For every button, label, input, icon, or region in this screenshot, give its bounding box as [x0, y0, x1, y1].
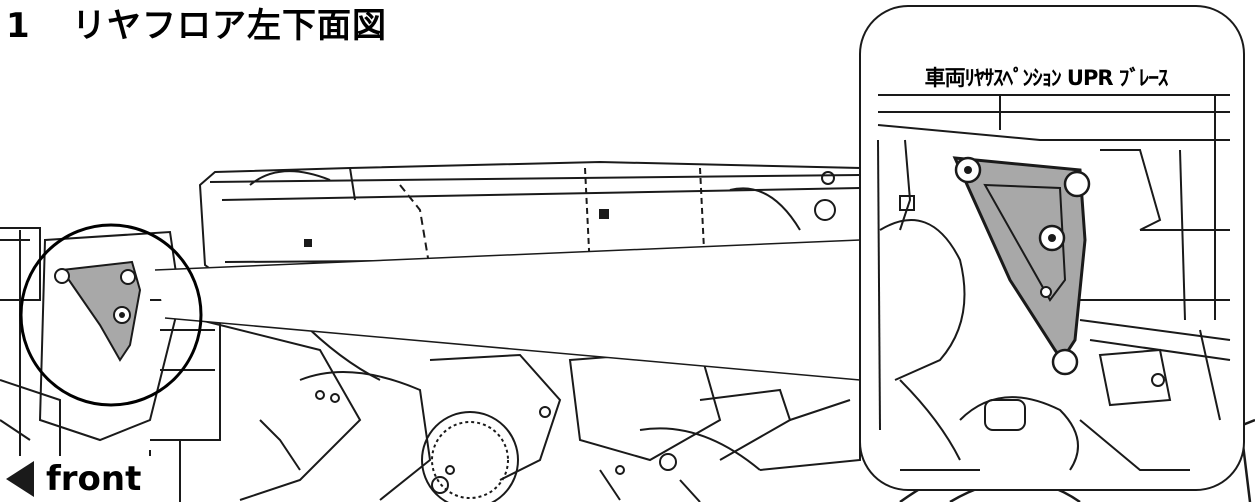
detail-callout — [859, 5, 1245, 491]
detail-circle — [19, 223, 203, 407]
section-title: リヤフロア左下面図 — [72, 6, 387, 46]
front-label: front — [46, 459, 142, 499]
page-title: 1 リヤフロア左下面図 — [6, 4, 387, 48]
callout-part-name: 車両ﾘﾔｻｽﾍﾟﾝｼｮﾝ UPR ﾌﾞﾚｰｽ — [924, 66, 1169, 90]
zoom-lines — [154, 239, 861, 381]
section-number: 1 — [6, 6, 31, 46]
front-direction-indicator: front — [0, 456, 152, 502]
left-arrow-icon — [6, 461, 34, 497]
brace-overview — [54, 260, 142, 362]
